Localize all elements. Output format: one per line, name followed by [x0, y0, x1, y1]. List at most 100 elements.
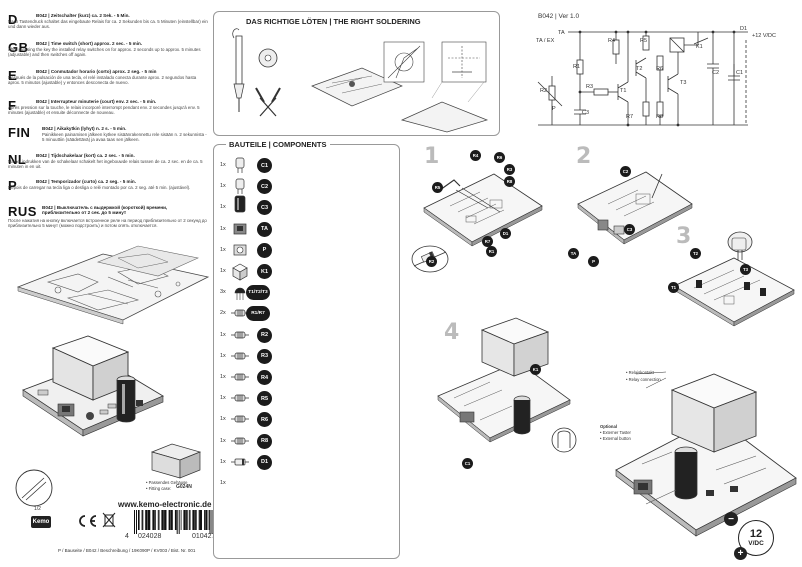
lang-block-gb: GB B042 | Time switch (short) approx. 2 … — [8, 40, 208, 68]
blank-icon — [230, 474, 250, 492]
relay-icon — [232, 263, 248, 281]
component-qty: 1x — [220, 225, 226, 232]
lang-code: RUS — [8, 204, 37, 219]
component-badge: R6 — [257, 412, 272, 428]
recycle-bin-icon — [102, 512, 116, 528]
voltage-unit: V/DC — [748, 540, 764, 547]
component-badge: C1 — [257, 158, 272, 173]
label-r7: R7 — [626, 114, 634, 120]
soldering-panel: DAS RICHTIGE LÖTEN | THE RIGHT SOLDERING — [213, 11, 500, 136]
component-qty: 1x — [220, 480, 226, 486]
lang-block-fi: FIN B042 | Aikakytkin (lyhyt) n. 2 s. - … — [8, 125, 208, 153]
component-badge: D1 — [257, 454, 272, 470]
step-number-3: 3 — [676, 224, 692, 249]
component-badge: K1 — [257, 264, 272, 279]
barcode-left-group: 024028 — [138, 533, 162, 540]
lang-code: P — [8, 178, 18, 193]
lang-block-nl: NL B042 | Tijdschakelaar (kort) ca. 2 se… — [8, 152, 208, 180]
component-badge: R5 — [257, 391, 272, 407]
schematic-header: B042 | Ver 1.0 — [538, 13, 580, 20]
component-badge: R2 — [257, 327, 272, 343]
minus-terminal-badge: − — [724, 512, 738, 526]
step-part-badge: R8 — [504, 176, 515, 187]
housing-illustration — [150, 443, 202, 479]
housing-line-2: • Fitting case: — [146, 486, 172, 491]
step-part-badge: R1 — [486, 246, 497, 257]
solder-joint-illustration — [311, 41, 489, 133]
lang-code: FIN — [8, 125, 31, 140]
kemo-logo: Kemo — [31, 516, 51, 528]
label-ta: TA — [558, 30, 565, 36]
step-number-1: 1 — [424, 144, 440, 169]
lang-block-pt: P B042 | Temporizador (curto) ca. 2 seg.… — [8, 178, 208, 204]
step-4-board — [437, 317, 577, 453]
component-badge: TA — [257, 221, 272, 237]
label-d1: D1 — [740, 26, 748, 32]
final-board-illustration — [615, 371, 797, 537]
lang-title: B042 | Interrupteur minuterie (court) en… — [36, 99, 157, 104]
optional-ext-button-en: • External button — [600, 436, 631, 441]
label-12v: +12 V/DC — [752, 33, 776, 39]
lang-body: Nach Tastendruck schaltet das eingebaute… — [8, 19, 208, 30]
label-r1: R1 — [573, 64, 581, 70]
lang-title: B042 | Conmutador horario (corto) aprox.… — [36, 69, 157, 74]
lang-block-de: D B042 | Zeitschalter (kurz) ca. 2 Sek. … — [8, 12, 208, 40]
component-qty: 3x — [220, 289, 226, 296]
resistor-icon — [231, 373, 249, 381]
barcode — [134, 510, 213, 534]
assembled-board-illustration — [22, 335, 164, 437]
plus-terminal-badge: + — [734, 547, 747, 560]
step-number-2: 2 — [576, 144, 592, 169]
lang-block-es: E B042 | Conmutador horario (corto) apro… — [8, 68, 208, 96]
component-qty: 1x — [220, 416, 226, 423]
lang-body: After pressing the key the installed rel… — [8, 47, 201, 58]
component-qty: 2x — [220, 310, 226, 317]
optional-title: Optional — [600, 424, 617, 429]
lang-body: Painikkeen painamisen jälkeen kytkee sis… — [42, 132, 207, 143]
lang-body: После нажатия на кнопку включается встро… — [8, 218, 207, 229]
label-r6: R6 — [656, 66, 664, 72]
label-r2: R2 — [540, 88, 548, 94]
label-r4: R4 — [608, 38, 616, 44]
resistor-icon — [231, 437, 249, 444]
resistor-icon — [231, 352, 249, 360]
pot-icon — [233, 244, 247, 256]
component-qty: 1x — [220, 246, 226, 253]
footer-reference: P / Bauseite / B042 / Beschreibung / 19K… — [58, 548, 196, 553]
soldering-title: DAS RICHTIGE LÖTEN | THE RIGHT SOLDERING — [246, 17, 421, 26]
label-r3: R3 — [586, 84, 594, 90]
component-badge: R8 — [257, 433, 272, 449]
component-badge: C2 — [257, 179, 272, 195]
component-qty: 1x — [220, 374, 226, 380]
website-url: www.kemo-electronic.de — [118, 500, 212, 509]
lang-body: Na het indrukken van de schakelaar schak… — [8, 159, 203, 170]
step-part-badge: K1 — [530, 364, 541, 375]
step-part-badge: R6 — [494, 152, 505, 163]
barcode-right-group: 010427 — [192, 533, 216, 540]
step-part-badge: R5 — [432, 182, 443, 193]
label-r8: R8 — [656, 114, 664, 120]
relay-contact-label-en: • Relay connection — [626, 377, 661, 382]
label-r5: R5 — [640, 38, 648, 44]
lang-title: B042 | Zeitschalter (kurz) ca. 2 Sek. - … — [36, 13, 130, 18]
resistor-icon — [231, 331, 249, 338]
housing-line-1: • Passendes Gehäuse — [146, 480, 188, 485]
component-badge: T1/T2/T3 — [246, 285, 270, 301]
step-part-badge: TA — [568, 248, 579, 259]
lang-block-ru: RUS B042 | Выключатель с выдержкой (коро… — [8, 204, 208, 240]
component-qty: 1x — [220, 268, 226, 274]
label-t1: T1 — [620, 88, 627, 94]
lang-code: D — [8, 12, 18, 27]
component-qty: 1x — [220, 352, 226, 359]
step-part-badge: C3 — [624, 224, 635, 235]
step-part-badge: T2 — [690, 248, 701, 259]
component-qty: 1x — [220, 458, 226, 465]
cap-large-icon — [234, 196, 246, 213]
step-part-badge: T3 — [740, 264, 751, 275]
lang-block-fr: F B042 | Interrupteur minuterie (court) … — [8, 98, 208, 126]
label-t2: T2 — [636, 66, 643, 72]
step-part-badge: P — [588, 256, 599, 267]
component-qty: 1x — [220, 395, 226, 402]
component-badge: R3 — [257, 348, 272, 364]
